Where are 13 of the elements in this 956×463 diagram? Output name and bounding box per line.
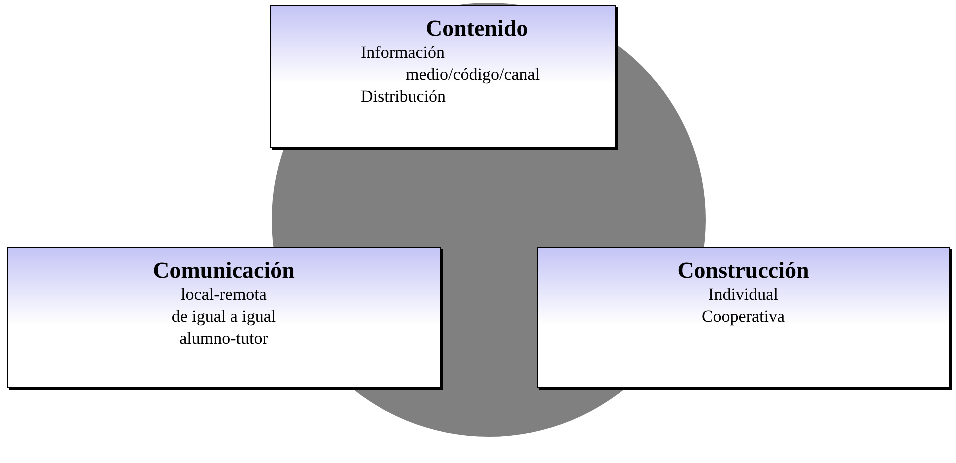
- text-box: [7, 247, 441, 388]
- box-heading: Construcción: [678, 258, 810, 284]
- box-text: medio/código/canal: [406, 64, 540, 86]
- box-text: Individual: [708, 284, 778, 306]
- box-text: de igual a igual: [172, 306, 276, 328]
- box-heading: Comunicación: [153, 258, 295, 284]
- box-text: local-remota: [181, 284, 267, 306]
- box-text: alumno-tutor: [180, 328, 268, 350]
- box-text: Distribución: [361, 86, 446, 108]
- text-box: [537, 247, 950, 388]
- box-heading: Contenido: [426, 16, 528, 42]
- box-text: Información: [361, 42, 446, 64]
- box-text: Cooperativa: [702, 306, 786, 328]
